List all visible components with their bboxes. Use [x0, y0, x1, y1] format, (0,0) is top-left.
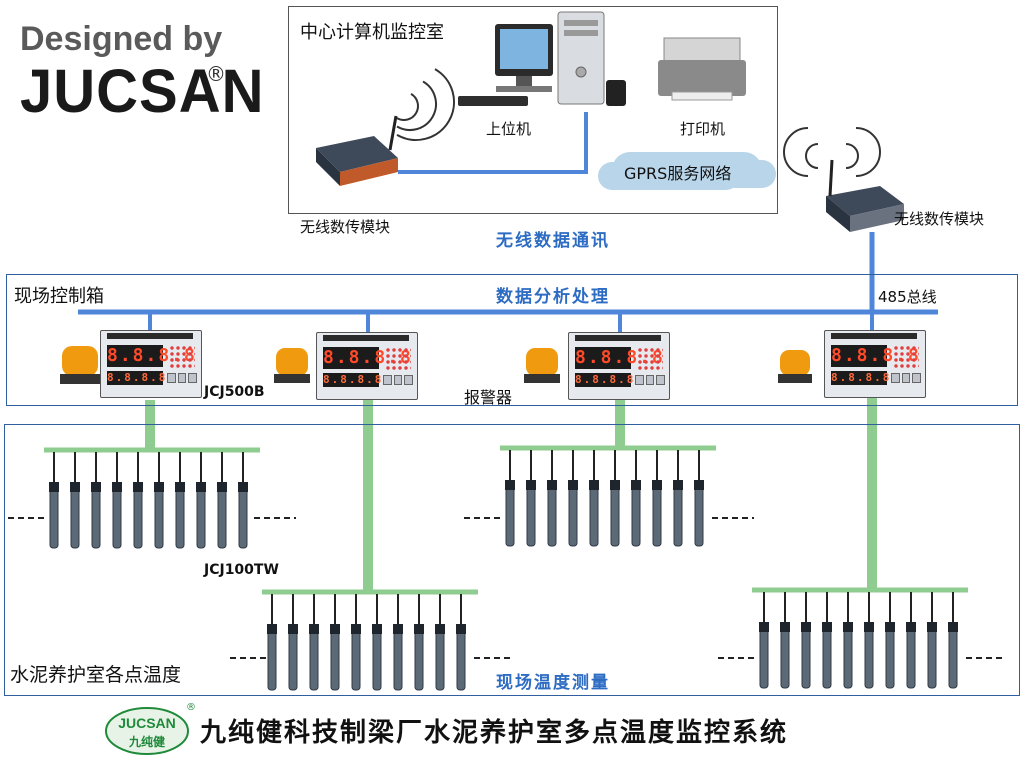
alarm-label: 报警器: [464, 388, 513, 407]
temperature-sensor-probe: [885, 592, 895, 689]
pc-link-line: [398, 112, 588, 174]
temperature-sensor-probe: [526, 450, 536, 547]
temperature-sensor-probe: [780, 592, 790, 689]
temperature-sensor-probe: [372, 594, 382, 691]
temperature-sensor-probe: [196, 452, 206, 549]
alarm-lamp-icon: [778, 350, 812, 383]
wireless-module-left-label: 无线数传模块: [300, 218, 391, 236]
temperature-sensor-probe: [456, 594, 466, 691]
wireless-module-right-icon: [783, 127, 904, 232]
speaker-icon: [606, 80, 626, 106]
temperature-sensor-probe: [70, 452, 80, 549]
temperature-sensor-probe: [217, 452, 227, 549]
analysis-title: 数据分析处理: [496, 287, 610, 307]
temperature-sensor-probe: [91, 452, 101, 549]
alarm-lamp-icon: [60, 346, 100, 384]
alarm-lamp-icon: [274, 348, 310, 383]
temperature-sensor-probe: [673, 450, 683, 547]
temperature-sensor-probe: [822, 592, 832, 689]
temperature-sensor-probe: [175, 452, 185, 549]
leader-dashes: [8, 517, 1004, 659]
alarm-lamp-icon: [524, 348, 560, 383]
temperature-sensor-probe: [610, 450, 620, 547]
temperature-sensor-probe: [505, 450, 515, 547]
temperature-sensor-probe: [288, 594, 298, 691]
temperature-sensor-probe: [309, 594, 319, 691]
temperature-sensor-probe: [927, 592, 937, 689]
control-room-title: 中心计算机监控室: [300, 22, 444, 43]
gprs-label: GPRS服务网络: [624, 164, 732, 183]
temperature-sensor-probe: [49, 452, 59, 549]
controller-model-label: JCJ500B: [204, 384, 265, 400]
temperature-sensor-probe: [801, 592, 811, 689]
wireless-comm-title: 无线数据通讯: [496, 231, 610, 251]
temperature-sensor-probe: [238, 452, 248, 549]
monitor-icon: [495, 24, 553, 92]
temperature-sensor-probe: [864, 592, 874, 689]
printer-label: 打印机: [680, 120, 726, 138]
temperature-sensor-probe: [568, 450, 578, 547]
logo-registered-mark: ®: [186, 702, 196, 713]
sensor-area-box: [4, 424, 1020, 696]
host-pc-label: 上位机: [486, 120, 532, 138]
pc-tower-icon: [557, 11, 605, 105]
temperature-sensor-probe: [589, 450, 599, 547]
sensor-box-title: 水泥养护室各点温度: [10, 664, 182, 686]
temperature-sensor-probe: [759, 592, 769, 689]
temperature-sensor-probe: [393, 594, 403, 691]
logo-text-bottom: 九纯健: [128, 734, 166, 749]
wireless-module-left-icon: [316, 68, 455, 186]
sensor-branch-lines: [44, 398, 968, 595]
temperature-sensor-probe: [414, 594, 424, 691]
measurement-title: 现场温度测量: [496, 673, 610, 693]
temperature-sensor-probe: [351, 594, 361, 691]
brand-logo-text: JUCSAN: [20, 57, 265, 126]
temperature-sensor-probe: [843, 592, 853, 689]
footer-title: 九纯健科技制梁厂水泥养护室多点温度监控系统: [200, 718, 789, 748]
temperature-sensor-probe: [652, 450, 662, 547]
logo-text-top: JUCSAN: [118, 715, 176, 731]
temperature-sensor-probe: [330, 594, 340, 691]
temperature-sensor-probe: [133, 452, 143, 549]
gprs-cloud: [612, 152, 762, 188]
site-control-box: [6, 274, 1018, 406]
bus-label: 485总线: [878, 288, 937, 306]
temperature-sensor-probe: [435, 594, 445, 691]
temperature-sensor-probe: [948, 592, 958, 689]
site-box-title: 现场控制箱: [14, 286, 104, 307]
temperature-sensor-probe: [694, 450, 704, 547]
temperature-sensor-probe: [631, 450, 641, 547]
keyboard-icon: [458, 96, 528, 106]
temperature-sensor-probe: [112, 452, 122, 549]
temperature-sensor-groups: [49, 450, 958, 691]
sensor-model-label: JCJ100TW: [204, 562, 279, 578]
control-room-box: [288, 6, 778, 214]
temperature-sensor-probe: [547, 450, 557, 547]
temperature-sensor-probe: [154, 452, 164, 549]
temperature-sensor-probe: [267, 594, 277, 691]
temperature-sensor-probe: [906, 592, 916, 689]
registered-mark: ®: [206, 62, 226, 86]
wireless-module-right-label: 无线数传模块: [894, 210, 985, 228]
printer-icon: [658, 37, 746, 101]
designed-by-text: Designed by: [20, 20, 223, 58]
jucsan-logo-icon: JUCSAN 九纯健: [105, 707, 189, 755]
